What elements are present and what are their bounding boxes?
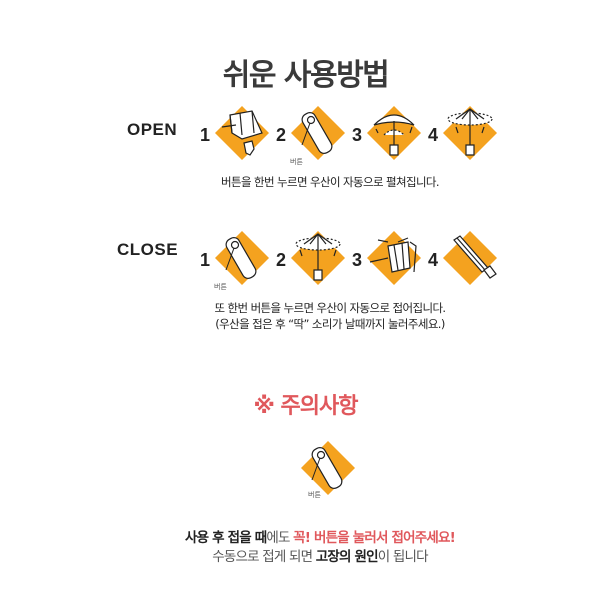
- umbrella-closing-icon: [291, 231, 345, 285]
- button-label: 버튼: [214, 283, 227, 291]
- warning-illustration: 버튼: [298, 438, 358, 500]
- umbrella-closed-icon: [443, 231, 497, 285]
- open-step-1: 1: [200, 103, 272, 173]
- button-label: 버튼: [290, 158, 303, 166]
- close-step-2: 2: [276, 228, 348, 298]
- open-step-4: 4: [428, 103, 500, 173]
- folded-umbrella-button-icon: [291, 106, 345, 160]
- warning-line1-text: 에도: [266, 530, 294, 546]
- step-number: 2: [276, 250, 287, 270]
- step-number: 1: [200, 125, 211, 145]
- warning-line2-end: 이 됩니다: [377, 549, 429, 565]
- open-step-2: 2 버튼: [276, 103, 348, 173]
- open-label: OPEN: [127, 120, 178, 139]
- close-caption-line1: 또 한번 버튼을 누르면 우산이 자동으로 접어집니다.: [214, 301, 447, 315]
- step-number: 2: [276, 125, 287, 145]
- step-number: 3: [352, 250, 363, 270]
- button-label: 버튼: [308, 491, 321, 499]
- step-number: 3: [352, 125, 363, 145]
- fold-umbrella-hand-icon: [215, 106, 269, 160]
- close-caption-line2: (우산을 접은 후 “딱” 소리가 날때까지 눌러주세요.): [215, 317, 445, 331]
- warning-line2-bold: 고장의 원인: [315, 549, 379, 565]
- folded-umbrella-button-icon: [215, 231, 269, 285]
- close-step-1: 1 버튼: [200, 228, 272, 298]
- step-number: 4: [428, 250, 439, 270]
- page-title: 쉬운 사용방법: [222, 58, 390, 93]
- umbrella-push-closed-icon: [367, 231, 421, 285]
- open-caption: 버튼을 한번 누르면 우산이 자동으로 펼쳐집니다.: [221, 175, 440, 189]
- warning-line2: 수동으로 접게 되면 고장의 원인이 됩니다: [0, 545, 611, 565]
- close-step-3: 3: [352, 228, 424, 298]
- close-step-4: 4: [428, 228, 500, 298]
- warning-title: ※ 주의사항: [253, 394, 358, 419]
- umbrella-opening-icon: [367, 106, 421, 160]
- umbrella-open-icon: [443, 106, 497, 160]
- step-number: 4: [428, 125, 439, 145]
- open-step-3: 3: [352, 103, 424, 173]
- close-label: CLOSE: [117, 240, 179, 259]
- folded-umbrella-button-icon: [301, 441, 355, 495]
- warning-line1-emphasis: 꼭! 버튼을 눌러서 접어주세요!: [293, 530, 456, 546]
- step-number: 1: [200, 250, 211, 270]
- warning-line1: 사용 후 접을 때에도 꼭! 버튼을 눌러서 접어주세요!: [0, 526, 611, 546]
- warning-line1-bold: 사용 후 접을 때: [184, 530, 267, 546]
- warning-line2-text: 수동으로 접게 되면: [212, 549, 316, 565]
